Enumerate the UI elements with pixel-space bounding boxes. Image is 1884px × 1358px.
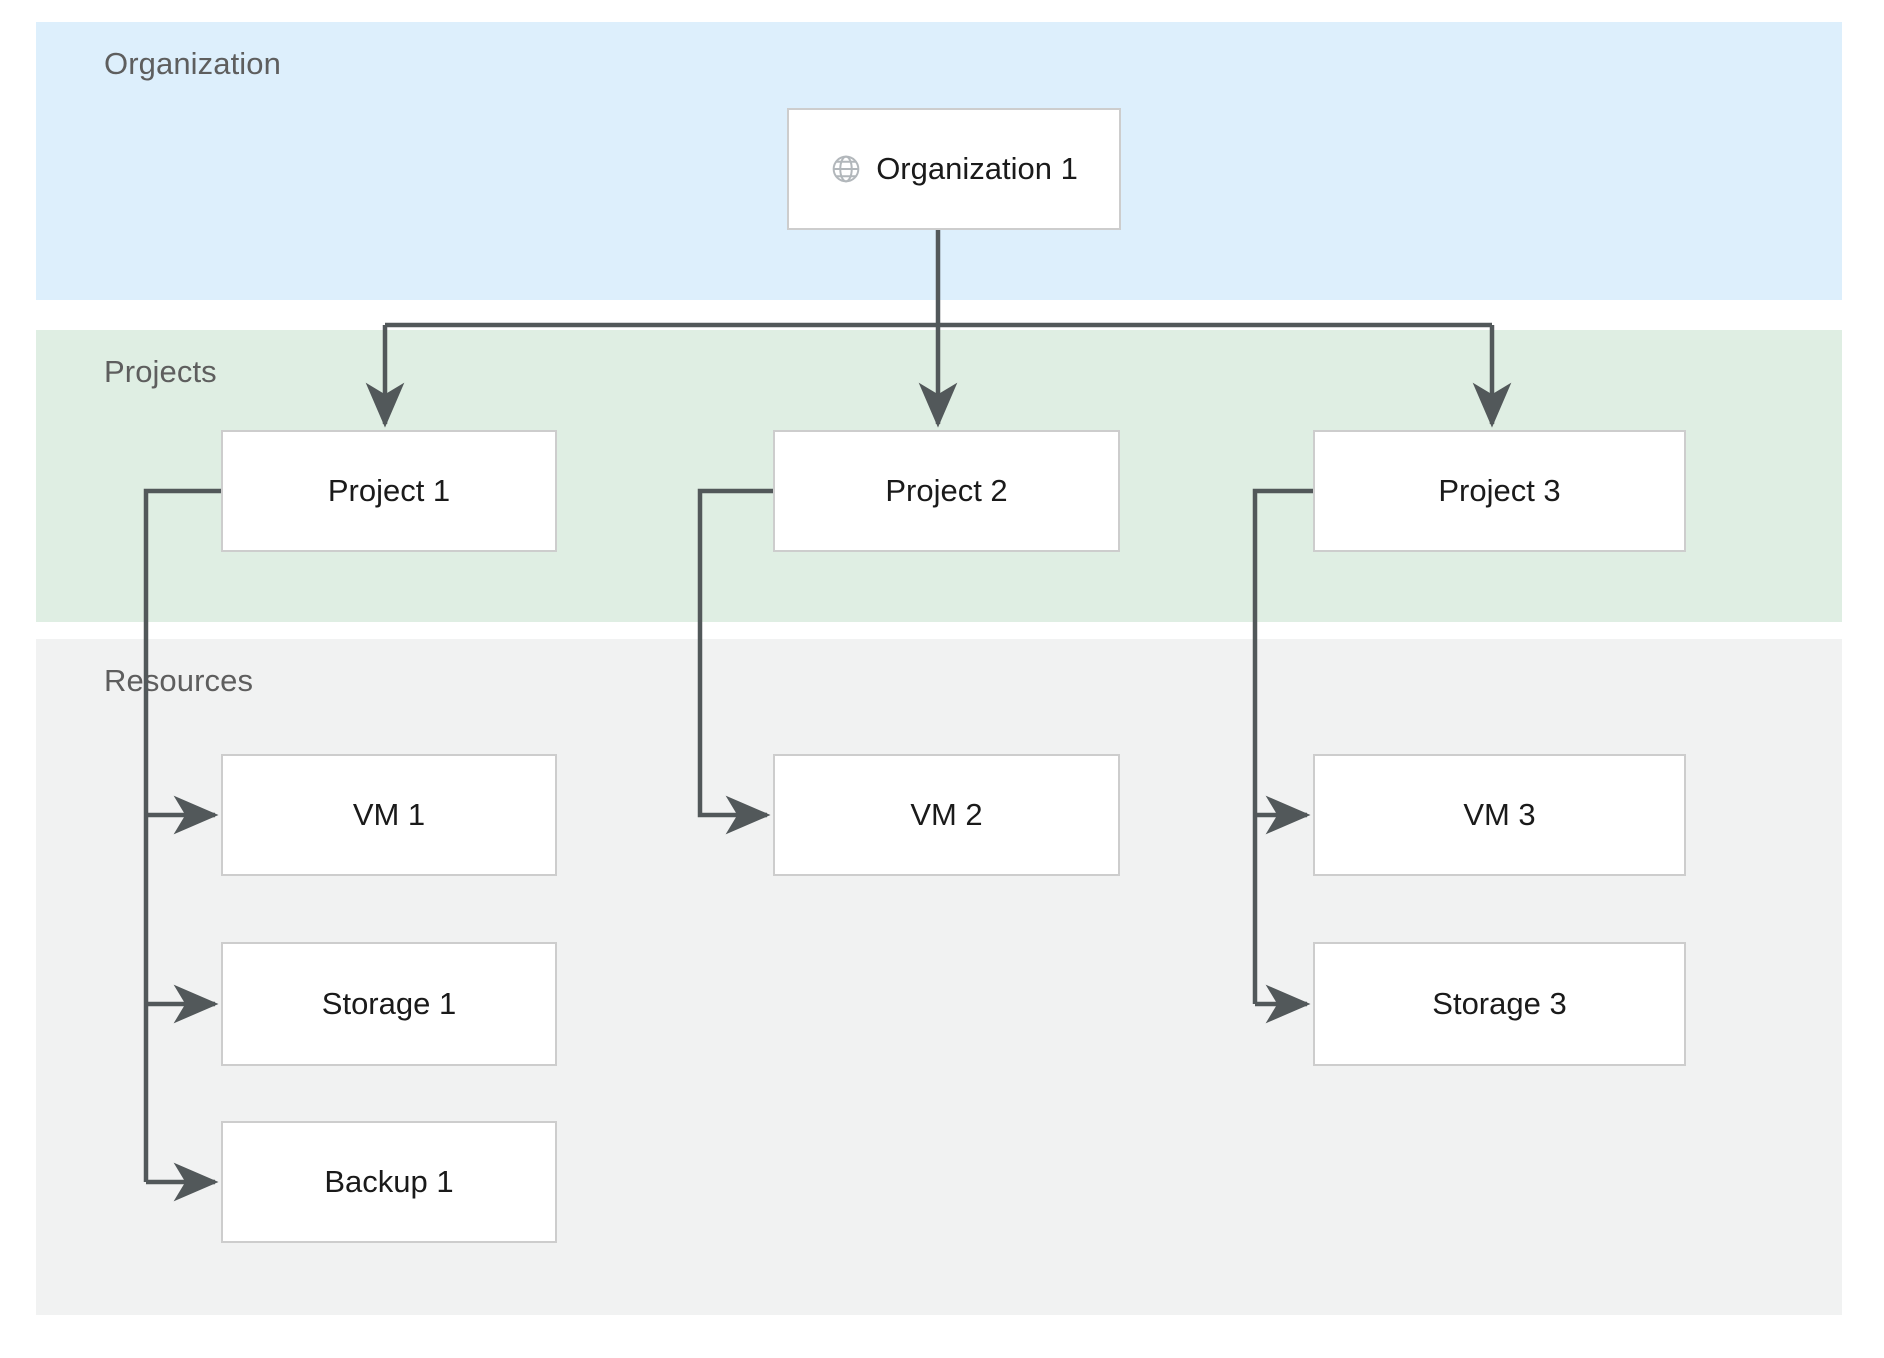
node-project-1[interactable]: Project 1 — [221, 430, 557, 552]
node-vm-2[interactable]: VM 2 — [773, 754, 1120, 876]
node-label-project-1: Project 1 — [327, 473, 451, 508]
node-label-storage-3: Storage 3 — [1432, 986, 1567, 1021]
node-storage-1[interactable]: Storage 1 — [221, 942, 557, 1066]
node-project-3[interactable]: Project 3 — [1313, 430, 1686, 552]
band-label-organization: Organization — [104, 46, 281, 81]
node-label-vm-3: VM 3 — [1463, 797, 1536, 832]
node-backup-1[interactable]: Backup 1 — [221, 1121, 557, 1243]
node-label-storage-1: Storage 1 — [321, 986, 457, 1021]
band-label-projects: Projects — [104, 354, 217, 389]
node-label-vm-2: VM 2 — [910, 797, 983, 832]
node-project-2[interactable]: Project 2 — [773, 430, 1120, 552]
band-label-resources: Resources — [104, 663, 254, 698]
node-vm-3[interactable]: VM 3 — [1313, 754, 1686, 876]
node-vm-1[interactable]: VM 1 — [221, 754, 557, 876]
node-label-backup-1: Backup 1 — [324, 1164, 454, 1199]
node-storage-3[interactable]: Storage 3 — [1313, 942, 1686, 1066]
node-label-project-3: Project 3 — [1438, 473, 1561, 508]
globe-icon — [830, 153, 862, 185]
node-label-organization-1: Organization 1 — [876, 151, 1078, 186]
node-label-project-2: Project 2 — [885, 473, 1008, 508]
node-organization-1[interactable]: Organization 1 — [787, 108, 1121, 230]
node-label-vm-1: VM 1 — [352, 797, 426, 832]
